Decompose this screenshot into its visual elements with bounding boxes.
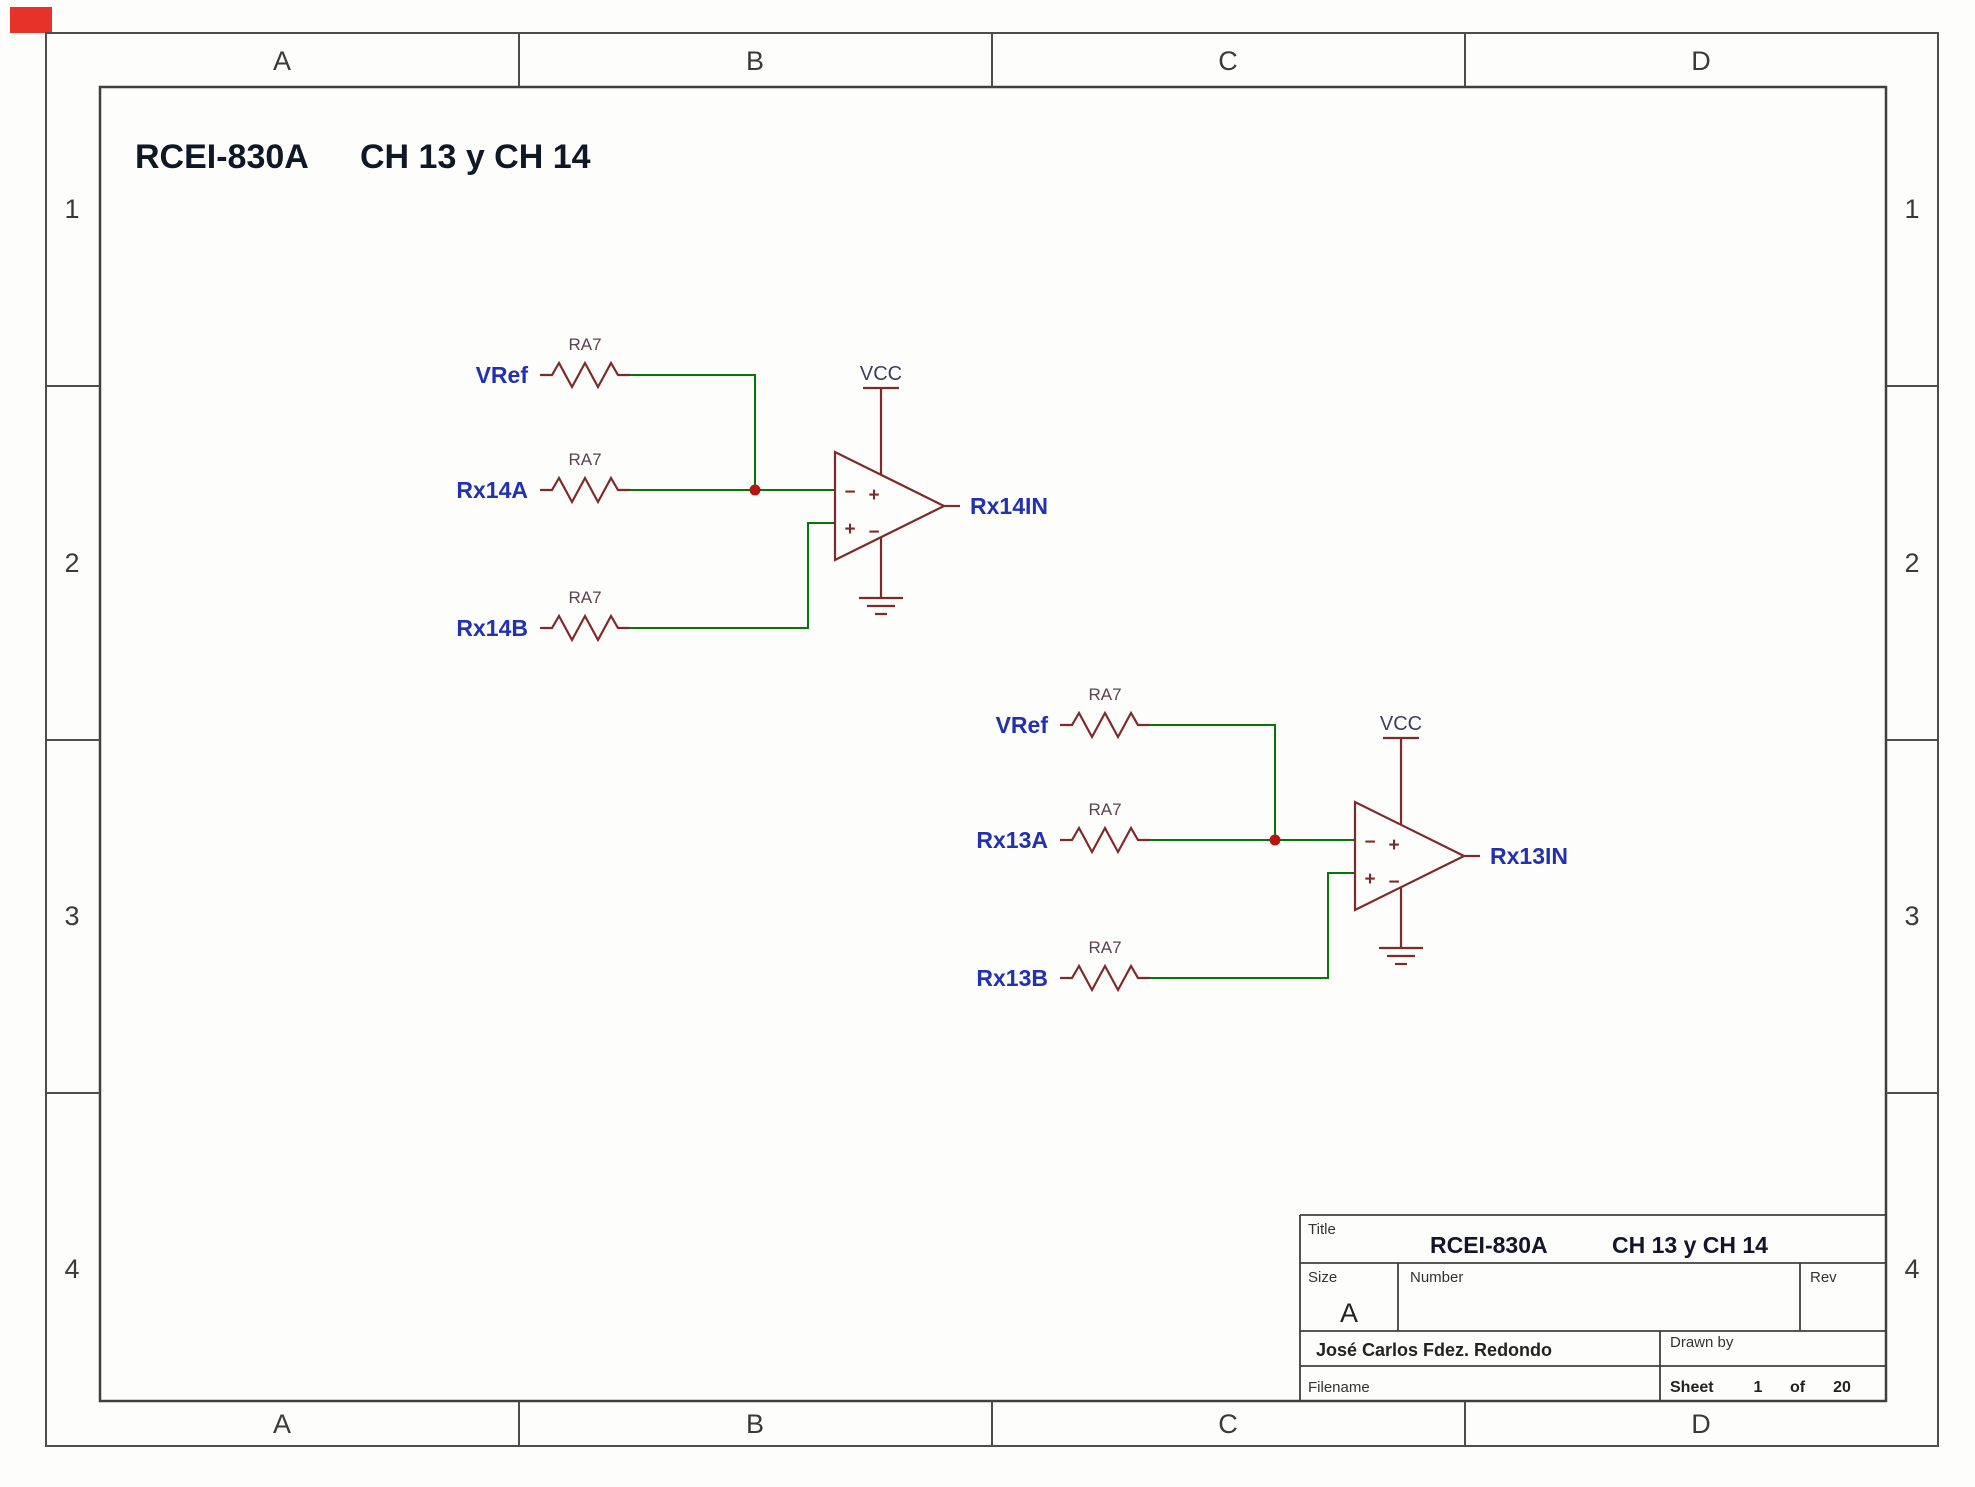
ground-icon [1379, 887, 1423, 966]
resistor-icon [1060, 710, 1150, 740]
zone-label: 1 [1904, 194, 1919, 224]
title-block-filename-label: Filename [1308, 1379, 1370, 1396]
title-block-title-model: RCEI-830A [1430, 1232, 1548, 1258]
title-block-author: José Carlos Fdez. Redondo [1316, 1340, 1552, 1360]
resistor-ref-label: RA7 [568, 450, 601, 469]
title-block-size-label: Size [1308, 1269, 1337, 1286]
junction-dot [1269, 834, 1281, 846]
net-label-vref: VRef [476, 362, 529, 388]
page-title-model: RCEI-830A [135, 138, 309, 176]
resistor-ref-label: RA7 [1088, 800, 1121, 819]
resistor-icon [540, 475, 630, 505]
zone-label: C [1218, 46, 1238, 76]
zone-label: 4 [1904, 1254, 1919, 1284]
zone-label: 4 [64, 1254, 79, 1284]
vcc-label: VCC [860, 363, 902, 385]
net-label-input-b: Rx14B [456, 615, 528, 641]
opamp-plus-mark: + [1388, 835, 1399, 856]
title-block-sheet-total: 20 [1833, 1379, 1851, 1396]
comparator-circuit-ch14: VRef RA7 Rx14A RA7 Rx14B RA7 − + + − VCC [456, 335, 1048, 643]
opamp-plus-mark: + [844, 519, 855, 540]
title-block-of-label: of [1790, 1379, 1806, 1396]
opamp-plus-mark: + [868, 485, 879, 506]
junction-dot [749, 484, 761, 496]
wire [1150, 872, 1355, 979]
resistor-icon [1060, 963, 1150, 993]
opamp-plus-mark: + [1364, 869, 1375, 890]
opamp-icon [833, 450, 947, 562]
zone-label: D [1691, 1409, 1711, 1439]
zone-label: B [746, 1409, 764, 1439]
opamp-minus-mark: − [844, 482, 855, 503]
net-label-input-a: Rx13A [976, 827, 1048, 853]
resistor-ref-label: RA7 [1088, 685, 1121, 704]
opamp-minus-mark: − [868, 522, 879, 543]
title-block-title-label: Title [1308, 1221, 1336, 1238]
wire [630, 374, 756, 490]
resistor-icon [540, 360, 630, 390]
zone-label: 2 [1904, 548, 1919, 578]
wire [1150, 724, 1276, 840]
zone-label: 3 [64, 901, 79, 931]
comparator-circuit-ch13: VRef RA7 Rx13A RA7 Rx13B RA7 − + + − VCC [976, 685, 1568, 993]
vcc-label: VCC [1380, 713, 1422, 735]
zone-label: 2 [64, 548, 79, 578]
resistor-ref-label: RA7 [1088, 938, 1121, 957]
resistor-icon [1060, 825, 1150, 855]
net-label-input-b: Rx13B [976, 965, 1048, 991]
net-label-output: Rx13IN [1490, 843, 1568, 869]
zone-label: C [1218, 1409, 1238, 1439]
zone-ticks [46, 33, 1938, 1446]
zone-label: 1 [64, 194, 79, 224]
resistor-ref-label: RA7 [568, 335, 601, 354]
title-block-number-label: Number [1410, 1269, 1463, 1286]
title-block-sheet-number: 1 [1754, 1379, 1763, 1396]
net-label-vref: VRef [996, 712, 1049, 738]
title-block-rev-label: Rev [1810, 1269, 1837, 1286]
ground-icon [859, 537, 903, 616]
zone-label: D [1691, 46, 1711, 76]
wire [630, 522, 835, 629]
title-block-drawn-by-label: Drawn by [1670, 1334, 1734, 1351]
title-block-sheet-label: Sheet [1670, 1379, 1714, 1396]
zone-label: A [273, 46, 291, 76]
zone-label: B [746, 46, 764, 76]
zone-label: 3 [1904, 901, 1919, 931]
title-block-size-value: A [1340, 1298, 1358, 1328]
net-label-output: Rx14IN [970, 493, 1048, 519]
scan-corner-mark [10, 7, 52, 33]
zone-label: A [273, 1409, 291, 1439]
net-label-input-a: Rx14A [456, 477, 528, 503]
title-block: Title RCEI-830A CH 13 y CH 14 Size A Num… [1299, 1214, 1886, 1401]
opamp-minus-mark: − [1364, 832, 1375, 853]
title-block-title-channels: CH 13 y CH 14 [1612, 1232, 1768, 1258]
frame-inner-border [98, 85, 1888, 1403]
opamp-minus-mark: − [1388, 872, 1399, 893]
opamp-icon [1353, 800, 1467, 912]
resistor-ref-label: RA7 [568, 588, 601, 607]
resistor-icon [540, 613, 630, 643]
page-title-channels: CH 13 y CH 14 [360, 138, 591, 176]
